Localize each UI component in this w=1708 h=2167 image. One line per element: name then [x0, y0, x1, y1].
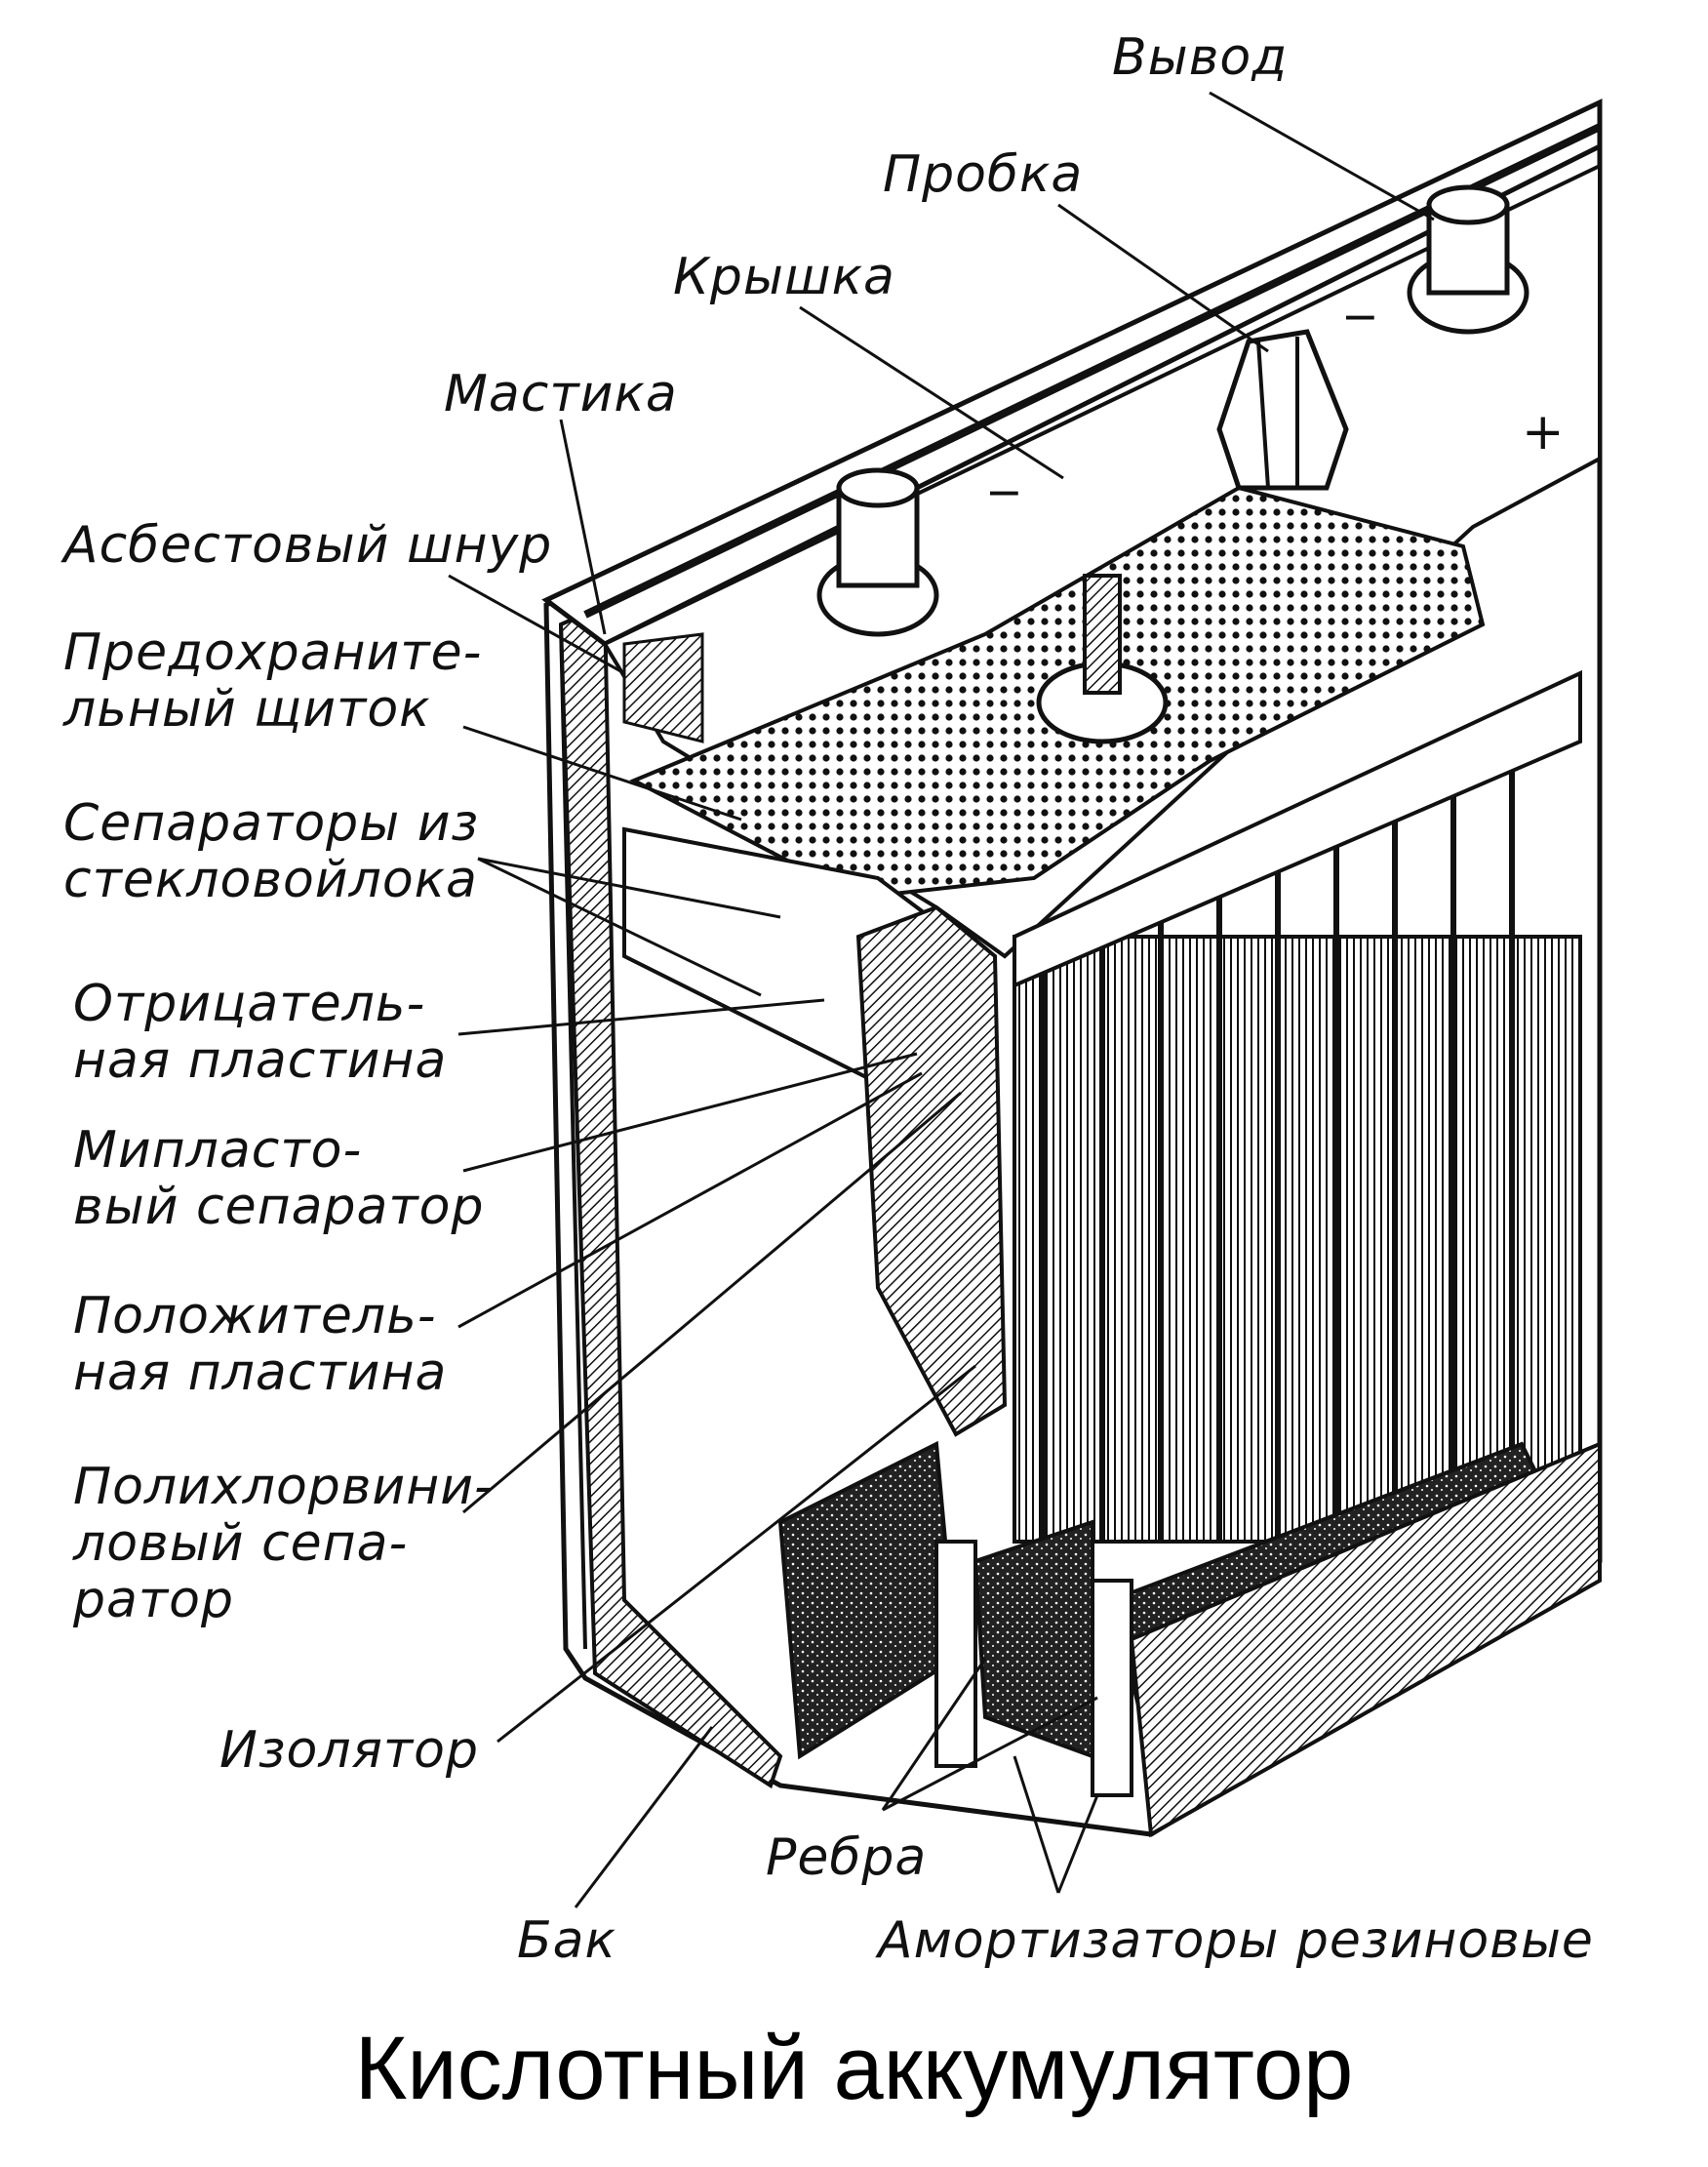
label-kryshka-line: Крышка: [673, 248, 895, 306]
label-izolyator: Изолятор: [219, 1722, 479, 1779]
filler-cap: [1216, 329, 1349, 491]
terminal-post: [1036, 574, 1169, 744]
leader-izolyator: [497, 1364, 976, 1744]
label-shitok: Предохраните- льный щиток: [63, 624, 482, 738]
terminal-mark-minus-1: −: [985, 465, 1023, 518]
leader-pvc: [462, 1091, 962, 1514]
leader-pos: [457, 1071, 923, 1329]
label-probka: Пробка: [883, 146, 1083, 203]
label-neg-plate: Отрицатель- ная пластина: [73, 976, 447, 1089]
label-bak-line: Бак: [517, 1911, 616, 1970]
label-rebra-line: Ребра: [766, 1828, 928, 1887]
leader-shitok: [462, 725, 742, 822]
leader-separ-2: [477, 857, 762, 997]
plate-section: [855, 904, 1008, 1437]
leader-bak: [574, 1726, 714, 1908]
label-separ-glass-line-1: Сепараторы из: [63, 794, 480, 853]
terminal-right: [1407, 184, 1529, 335]
label-mipl-separator-line-2: вый сепаратор: [73, 1178, 485, 1236]
label-mastika: Мастика: [444, 366, 678, 422]
label-vyvod-line: Вывод: [1112, 28, 1289, 87]
label-pos-plate: Положитель- ная пластина: [73, 1288, 447, 1401]
leader-rebra-1: [881, 1658, 987, 1811]
terminal-mark-plus: +: [1522, 403, 1565, 461]
label-kryshka: Крышка: [673, 249, 895, 305]
label-amort-line: Амортизаторы резиновые: [878, 1911, 1594, 1970]
label-asbest-line: Асбестовый шнур: [63, 516, 553, 575]
label-pos-plate-line-2: ная пластина: [73, 1344, 448, 1402]
leader-lines: [448, 91, 1435, 1908]
sediment-space: [777, 1440, 1602, 1838]
label-pvc-separator-line-1: Полихлорвини-: [73, 1458, 494, 1516]
label-pvc-separator-line-2: ловый сепа-: [73, 1514, 409, 1573]
leader-separ-1: [477, 857, 781, 919]
label-neg-plate-line-2: ная пластина: [73, 1031, 448, 1090]
leader-asbest: [448, 574, 625, 675]
leader-kryshka: [799, 305, 1064, 480]
leader-probka: [1057, 203, 1269, 353]
label-separ-glass: Сепараторы из стекловойлока: [63, 795, 479, 908]
label-mipl-separator: Мипласто- вый сепаратор: [73, 1122, 484, 1235]
terminal-left: [816, 467, 939, 637]
label-mastika-line: Мастика: [444, 365, 678, 423]
label-amort: Амортизаторы резиновые: [878, 1912, 1594, 1969]
label-vyvod: Вывод: [1112, 29, 1288, 86]
leader-mipl: [462, 1052, 918, 1173]
plates-stack: [1013, 669, 1582, 1544]
leader-rebra-2: [882, 1696, 1098, 1812]
label-mipl-separator-line-1: Мипласто-: [73, 1121, 363, 1180]
leader-neg: [457, 998, 825, 1036]
label-neg-plate-line-1: Отрицатель-: [73, 975, 426, 1033]
leader-mastika: [559, 419, 607, 635]
label-rebra: Ребра: [766, 1829, 927, 1886]
label-asbest: Асбестовый шнур: [63, 517, 552, 574]
label-pvc-separator-line-3: ратор: [73, 1571, 234, 1629]
label-pos-plate-line-1: Положитель-: [73, 1287, 437, 1345]
label-shitok-line-2: льный щиток: [63, 680, 431, 739]
leader-vyvod: [1209, 91, 1435, 221]
page-title: Кислотный аккумулятор: [354, 2019, 1354, 2118]
leader-amort-2: [1056, 1794, 1099, 1894]
label-izolyator-line: Изолятор: [219, 1721, 479, 1780]
label-bak: Бак: [517, 1912, 616, 1969]
label-probka-line: Пробка: [883, 145, 1084, 204]
terminal-mark-minus-2: −: [1341, 290, 1379, 342]
label-pvc-separator: Полихлорвини- ловый сепа- ратор: [73, 1459, 494, 1628]
label-separ-glass-line-2: стекловойлока: [63, 851, 478, 909]
label-shitok-line-1: Предохраните-: [63, 623, 483, 682]
leader-amort-1: [1013, 1755, 1060, 1894]
